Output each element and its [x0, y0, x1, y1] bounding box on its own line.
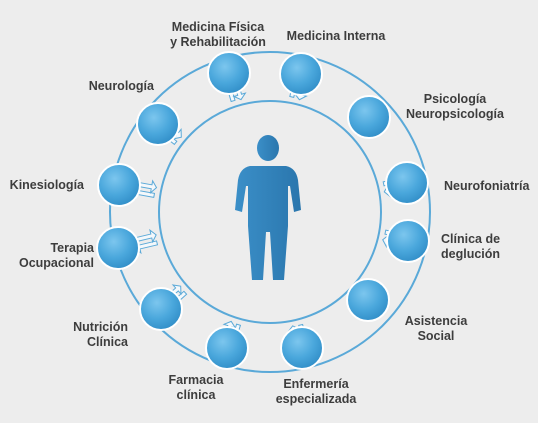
label-medicina-interna: Medicina Interna	[287, 29, 386, 44]
label-line: Psicología	[423, 92, 487, 106]
label-line: Ocupacional	[18, 256, 94, 270]
label-line: y Rehabilitación	[170, 35, 266, 49]
label-line: Social	[417, 329, 455, 343]
label-line: Asistencia	[404, 314, 468, 328]
label-line: Clínica de	[441, 232, 501, 246]
label-line: Farmacia	[168, 373, 224, 387]
label-line: Medicina Física	[171, 20, 265, 34]
node-nutricion	[139, 287, 183, 331]
label-line: especializada	[275, 392, 357, 406]
inner-ring	[158, 100, 382, 324]
node-psicologia	[347, 95, 391, 139]
outer-ring	[109, 51, 431, 373]
node-medicina-interna	[279, 52, 323, 96]
node-terapia-ocupacional	[96, 226, 140, 270]
label-line: clínica	[176, 388, 216, 402]
node-neurologia	[136, 102, 180, 146]
label-line: Neurofoniatría	[444, 179, 530, 193]
node-asistencia-social	[346, 278, 390, 322]
person-icon	[235, 135, 301, 280]
label-line: Medicina Interna	[286, 29, 386, 43]
label-line: Kinesiología	[9, 178, 84, 192]
node-kinesiologia	[97, 163, 141, 207]
node-medicina-fisica	[207, 51, 251, 95]
label-kinesiologia: Kinesiología	[10, 178, 84, 193]
label-line: Enfermería	[283, 377, 349, 391]
label-line: deglución	[441, 247, 501, 261]
label-line: Terapia	[50, 241, 94, 255]
node-neurofoniatria	[385, 161, 429, 205]
label-line: Neurología	[88, 79, 154, 93]
label-neurofoniatria: Neurofoniatría	[444, 179, 529, 194]
label-neurologia: Neurología	[89, 79, 154, 94]
nodes-layer	[96, 51, 430, 370]
label-line: Nutrición	[73, 320, 128, 334]
node-farmacia	[205, 326, 249, 370]
node-enfermeria	[280, 326, 324, 370]
label-line: Clínica	[87, 335, 128, 349]
label-line: Neuropsicología	[406, 107, 504, 121]
node-clinica-deglucion	[386, 219, 430, 263]
